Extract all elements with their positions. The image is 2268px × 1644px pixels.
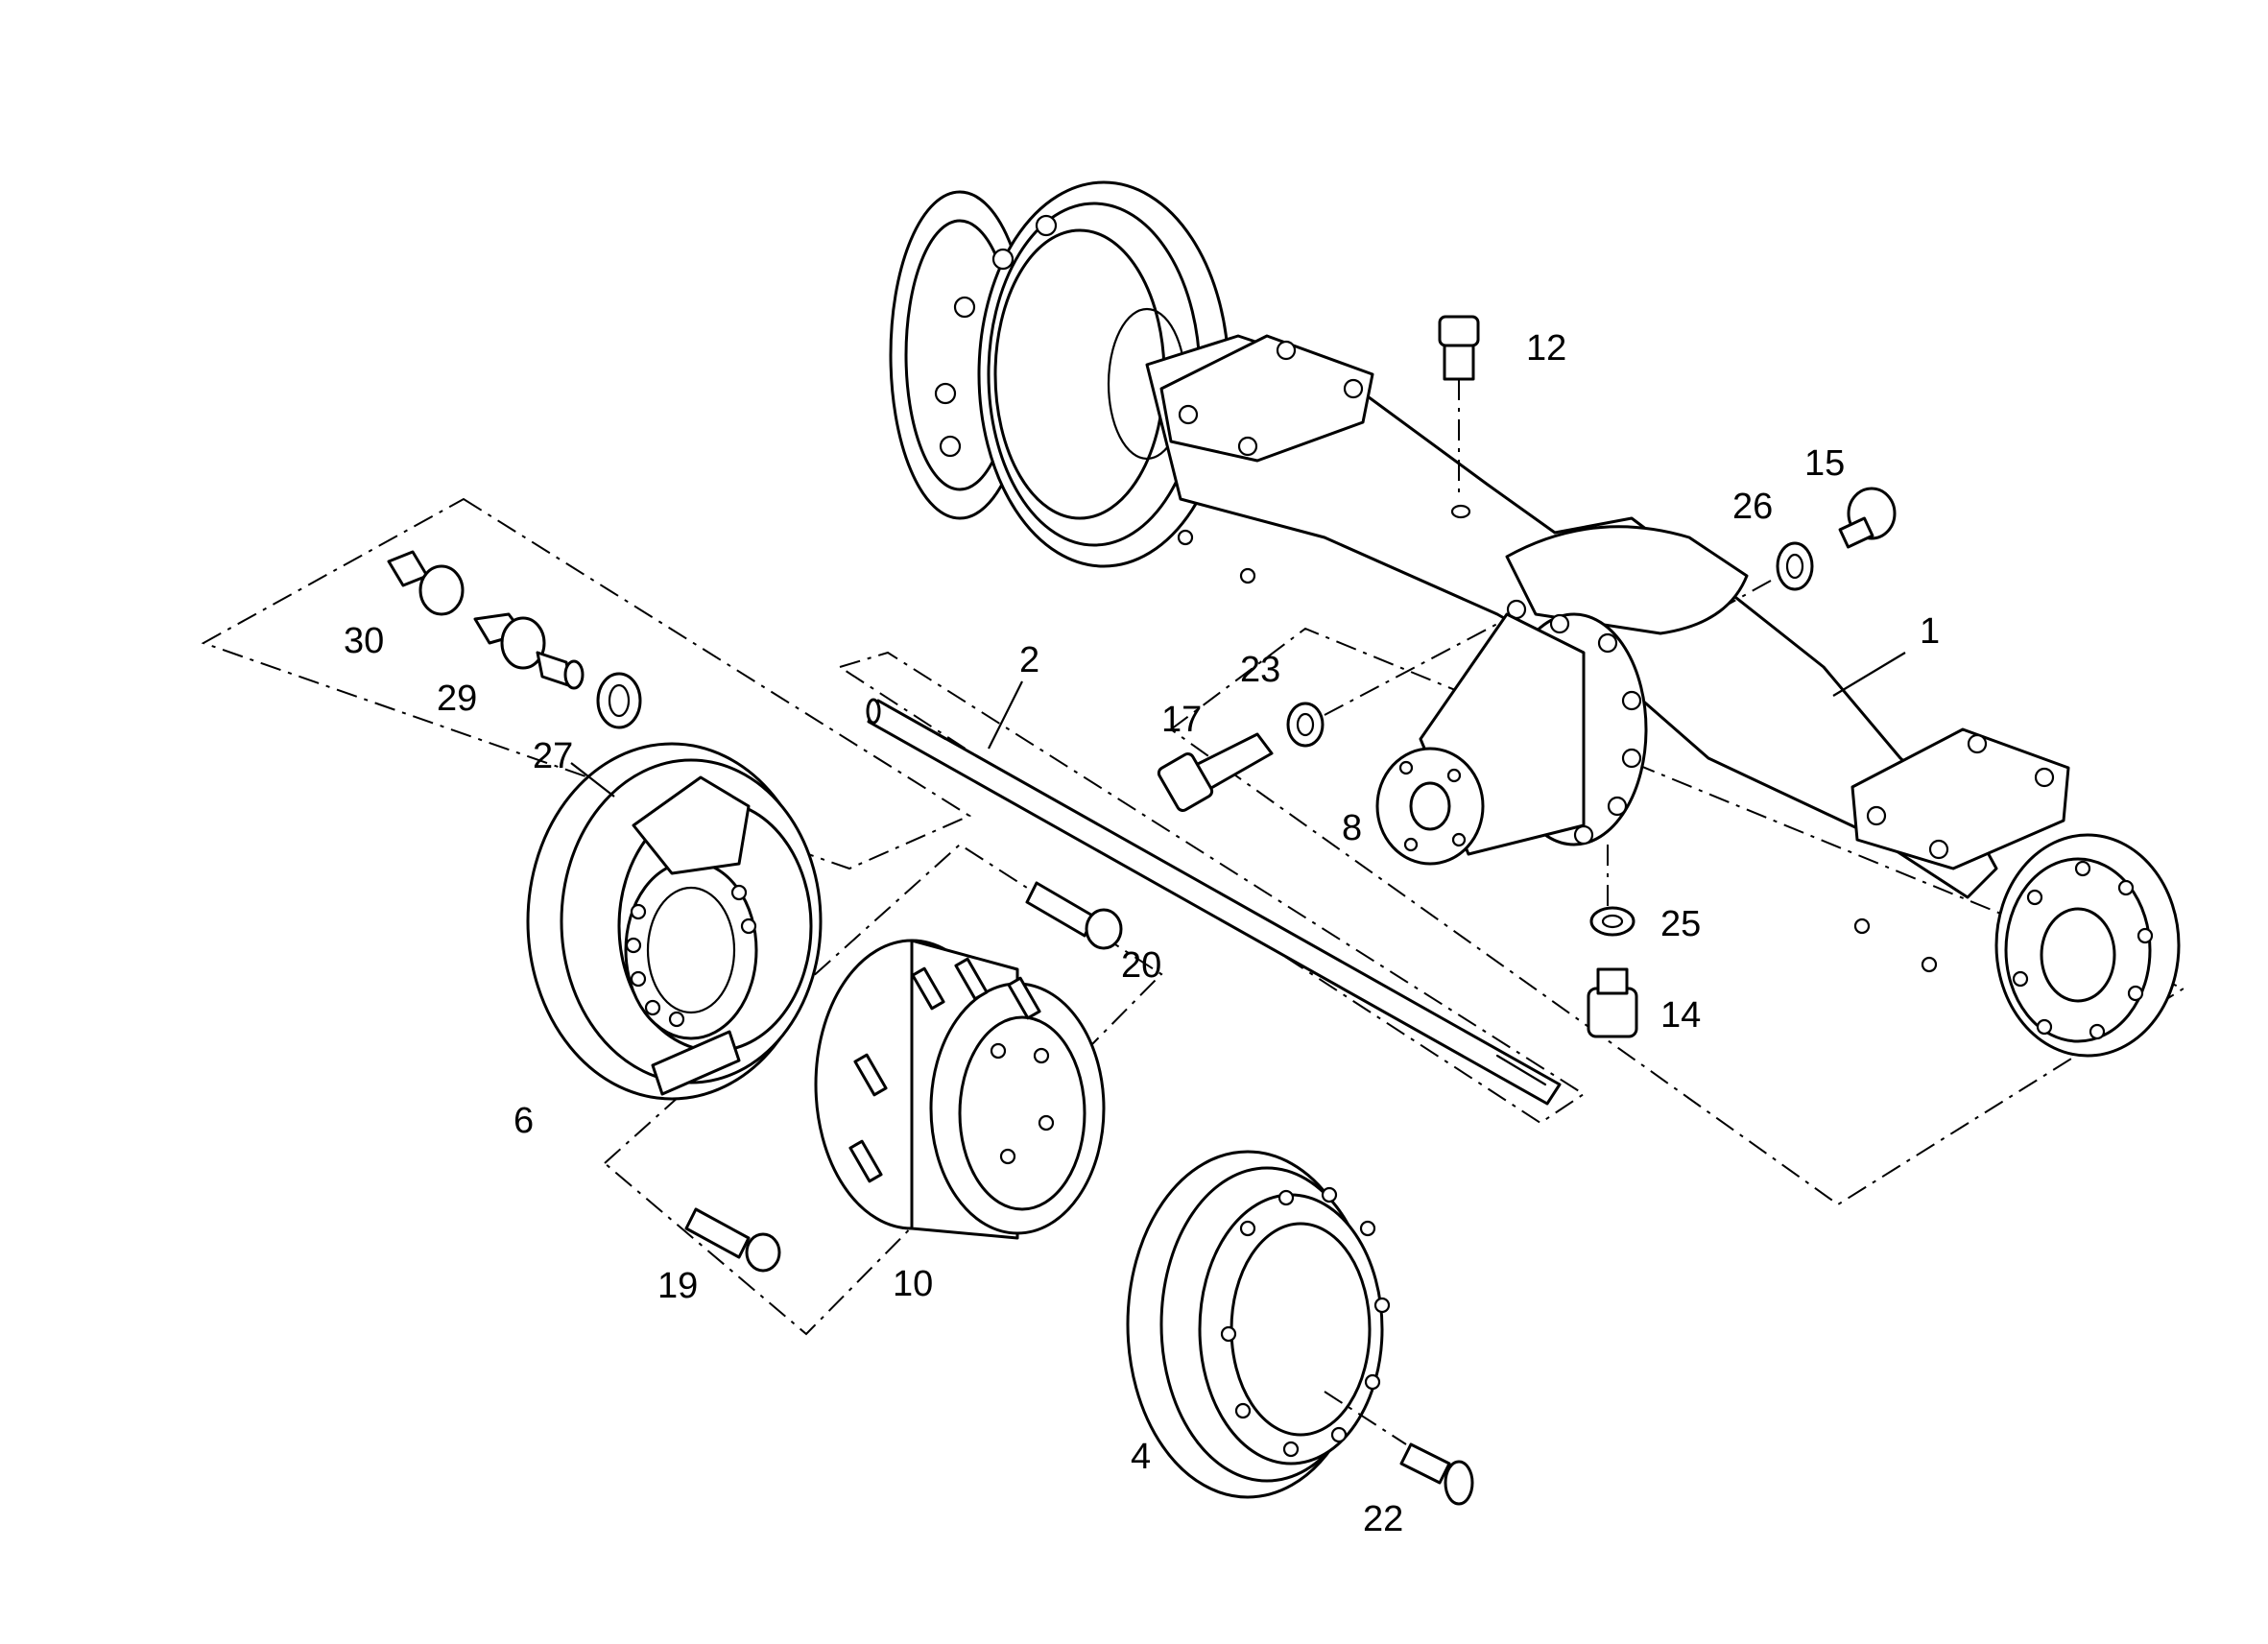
far-drum-studs	[934, 214, 1058, 458]
label-part-22: 22	[1363, 1499, 1403, 1539]
washer-23	[1286, 702, 1325, 748]
main-assembly-frame	[1169, 627, 2186, 1206]
label-part-12: 12	[1526, 328, 1566, 369]
assembly-frames	[201, 497, 2186, 1336]
label-part-29: 29	[437, 679, 477, 719]
label-part-25: 25	[1660, 904, 1701, 944]
right-flange-holes	[2012, 860, 2154, 1040]
part-labels: 1 2 4 6 8 10 12 14 15 17 19 20 22 23 25 …	[344, 328, 1940, 1539]
screw-22	[1399, 1442, 1474, 1506]
label-part-14: 14	[1660, 995, 1701, 1036]
drum-holes	[1220, 1186, 1391, 1458]
wheel-hub-frame	[603, 843, 1163, 1336]
label-part-26: 26	[1732, 487, 1773, 527]
wheel-hub	[814, 939, 1106, 1240]
label-part-10: 10	[893, 1264, 933, 1304]
ring-27	[596, 672, 642, 729]
fasteners	[387, 315, 1897, 1506]
plug-14	[1587, 967, 1638, 1038]
screw-19	[684, 1207, 781, 1273]
carrier-bolts	[1506, 599, 1642, 846]
hub-holes	[990, 1042, 1055, 1165]
label-part-17: 17	[1161, 700, 1202, 740]
label-part-15: 15	[1804, 443, 1845, 484]
pinion-carrier	[1375, 612, 1586, 866]
label-part-23: 23	[1240, 650, 1280, 690]
label-part-6: 6	[513, 1101, 534, 1141]
label-part-8: 8	[1342, 808, 1362, 848]
brake-holes	[625, 884, 757, 1028]
label-part-19: 19	[657, 1266, 698, 1306]
washer-25	[1589, 906, 1635, 937]
label-part-2: 2	[1019, 640, 1039, 680]
bolt-17	[1157, 732, 1274, 812]
hub-studs	[848, 957, 1041, 1183]
axle-shaft	[866, 698, 1562, 1106]
nut-30	[387, 550, 465, 616]
screw-20	[1025, 881, 1123, 950]
label-part-1: 1	[1920, 611, 1940, 652]
breather-12	[1438, 315, 1480, 519]
washer-26	[1776, 541, 1814, 591]
fitting-29	[473, 612, 585, 690]
axle-housing	[889, 180, 2181, 1058]
brake-backing-plate	[526, 742, 823, 1101]
brake-drum	[1126, 1150, 1391, 1499]
label-part-27: 27	[533, 736, 573, 776]
hub-assembly-frame	[201, 497, 972, 870]
label-part-4: 4	[1131, 1437, 1151, 1477]
plug-15	[1838, 487, 1897, 549]
label-part-20: 20	[1121, 945, 1161, 986]
leader-lines	[570, 652, 1906, 798]
label-part-30: 30	[344, 621, 384, 661]
